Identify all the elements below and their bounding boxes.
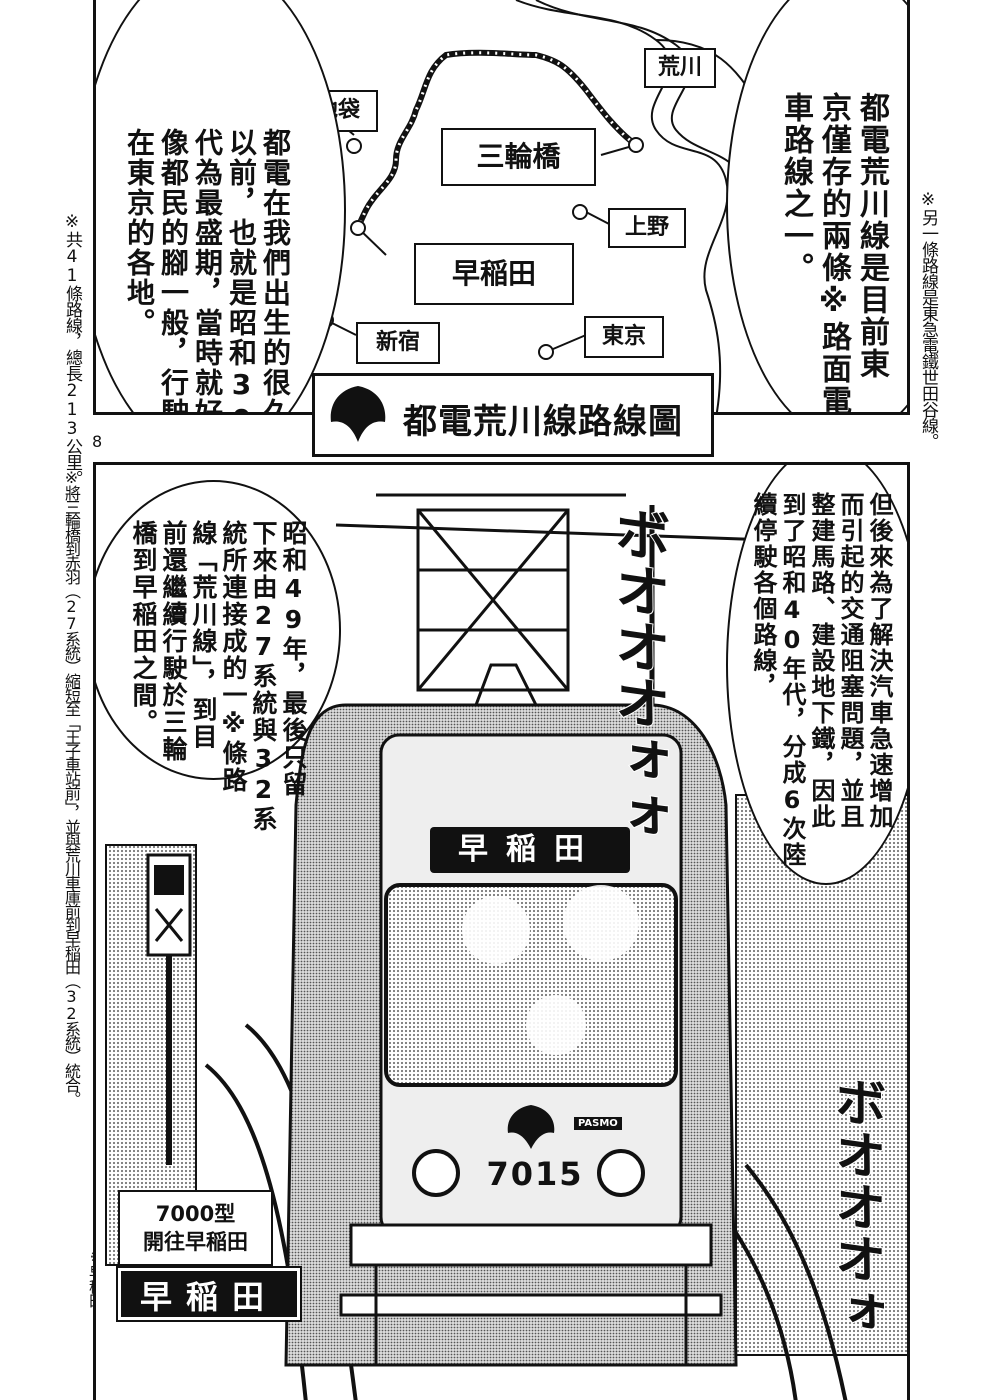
note-left-long: ※將三輪橋到赤羽（27系統）縮短至「王子車站前」，並與荒川車庫前到早稲田（32系… [62, 468, 81, 1105]
note-right-top: ※另一條路線是東急電鐵世田谷線。 [918, 190, 938, 449]
speech-bubble-left-mid: 昭和49年，最後只留 下來由27系統與32系 統所連接成的一※條路 線「荒川線」… [96, 480, 341, 833]
tram-number: 7015 [486, 1155, 584, 1193]
label-shinjuku: 新宿 [356, 322, 440, 364]
page-number: 8 [92, 432, 103, 451]
tram-destination-sign: 早稲田 [458, 832, 602, 867]
label-tokyo: 東京 [584, 316, 664, 358]
station-dot-minowabashi [628, 137, 644, 153]
label-arakawa: 荒川 [644, 48, 716, 88]
speech-text-left-top: 都電在我們出生的很久 以前，也就是昭和30年 代為最盛期，當時就好 像都民的腳一… [123, 128, 292, 415]
tram-scene-drawing [105, 493, 907, 1400]
map-title-box: 都電荒川線路線圖 [312, 373, 714, 457]
caption-box: 7000型 開往早稲田 [118, 1190, 273, 1266]
note-left-top: ※共41條路線，總長213公里。 [62, 212, 82, 486]
map-title: 都電荒川線路線圖 [403, 402, 683, 442]
destination-plate: 早稲田 [116, 1266, 302, 1322]
station-dot-tokyo [538, 344, 554, 360]
station-dot-waseda [350, 220, 366, 236]
sfx-lower: ボオオオォ [824, 1070, 886, 1340]
speech-text-left-mid: 昭和49年，最後只留 下來由27系統與32系 統所連接成的一※條路 線「荒川線」… [129, 520, 308, 833]
speech-bubble-right-top: 都電荒川線是目前東 京僅存的兩條※路面電 車路線之一。 [726, 0, 907, 415]
caption-line-2: 開往早稲田 [143, 1230, 248, 1254]
label-ueno: 上野 [608, 208, 686, 248]
map-panel: 池袋 三輪橋 荒川 上野 早稲田 新宿 東京 都電在我們出生的很久 以前，也就是… [93, 0, 910, 415]
caption-line-1: 7000型 [155, 1202, 236, 1226]
tokyo-emblem-icon [330, 386, 386, 442]
speech-text-right-mid: 但後來為了解決汽車急速增加 而引起的交通阻塞問題，並且 整建馬路、建設地下鐵，因… [749, 492, 893, 868]
tram-card-badge: PASMO [574, 1117, 622, 1130]
speech-text-right-top: 都電荒川線是目前東 京僅存的兩條※路面電 車路線之一。 [778, 92, 889, 415]
speech-bubble-right-mid: 但後來為了解決汽車急速增加 而引起的交通阻塞問題，並且 整建馬路、建設地下鐵，因… [726, 465, 907, 885]
label-minowabashi: 三輪橋 [441, 128, 596, 186]
station-dot-ikebukuro [346, 138, 362, 154]
label-waseda: 早稲田 [414, 243, 574, 305]
station-dot-ueno [572, 204, 588, 220]
sfx-upper: ボオオオォォ [604, 500, 671, 847]
speech-bubble-left-top: 都電在我們出生的很久 以前，也就是昭和30年 代為最盛期，當時就好 像都民的腳一… [96, 0, 346, 415]
